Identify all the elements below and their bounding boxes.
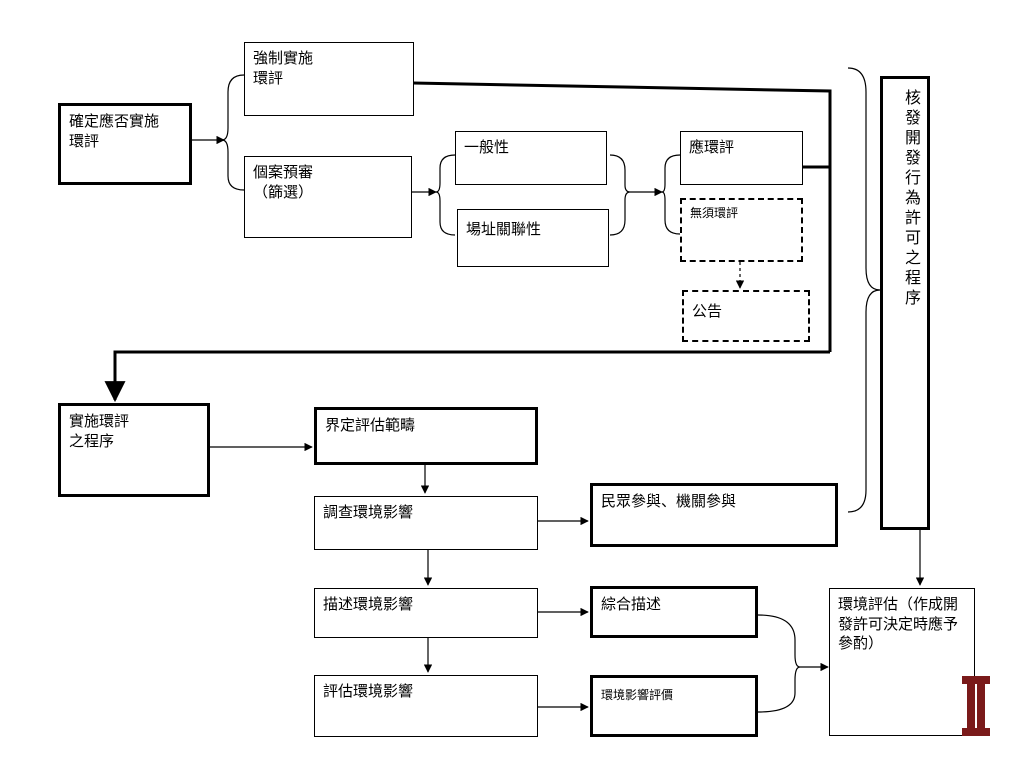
node-eia-eval: 環境影響評價 — [590, 675, 758, 737]
node-evaluate: 評估環境影響 — [314, 675, 538, 737]
node-screening: 個案預審 （篩選） — [244, 156, 412, 238]
university-logo-icon — [962, 676, 990, 736]
node-scoping: 界定評估範疇 — [314, 407, 538, 465]
node-env-assess: 環境評估（作成開發許可決定時應予參酌） — [829, 588, 975, 736]
node-announce: 公告 — [682, 290, 810, 342]
edge-mandatory-main — [412, 81, 832, 352]
node-site: 場址關聯性 — [457, 209, 609, 267]
node-required: 應環評 — [680, 131, 803, 185]
brace-decide — [221, 74, 245, 191]
brace-approval — [847, 67, 881, 513]
node-general: 一般性 — [455, 131, 607, 185]
node-investigate: 調查環境影響 — [314, 496, 538, 550]
node-implement: 實施環評 之程序 — [58, 403, 210, 497]
node-mandatory: 強制實施 環評 — [244, 42, 414, 116]
node-not-required: 無須環評 — [680, 198, 803, 262]
node-decide: 確定應否實施 環評 — [58, 103, 192, 185]
node-participation: 民眾參與、機關參與 — [590, 483, 838, 547]
node-approval: 核發開發行為許可之程序 — [880, 76, 930, 530]
edge-main-implement — [104, 350, 830, 403]
brace-merge — [757, 614, 801, 713]
brace-right-criteria — [609, 154, 631, 236]
node-describe: 描述環境影響 — [314, 588, 538, 638]
brace-screening — [435, 154, 456, 236]
brace-result — [661, 154, 681, 235]
node-summary: 綜合描述 — [590, 586, 758, 638]
